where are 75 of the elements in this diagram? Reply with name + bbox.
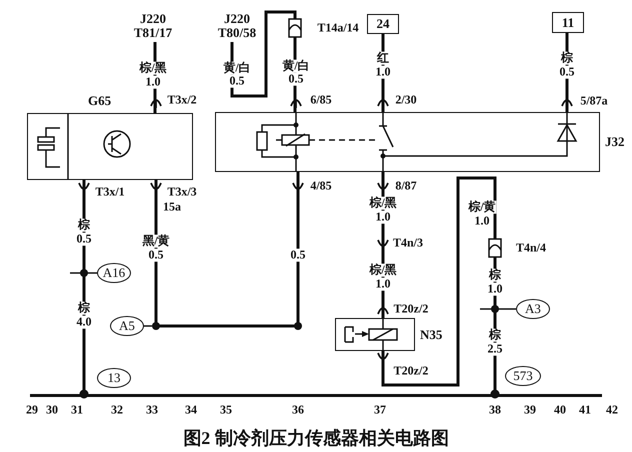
wire-color-label: 黄/白 — [222, 62, 252, 74]
wire — [566, 33, 568, 112]
wire-size-label: 1.0 — [374, 66, 392, 78]
current-track-number: 30 — [45, 404, 59, 416]
current-track-number: 37 — [373, 404, 387, 416]
wire-color-label: 黄/白 — [281, 60, 311, 72]
pin-label: T20z/2 — [392, 302, 430, 316]
current-track-number: 36 — [291, 404, 305, 416]
caption: 图2 制冷剂压力传感器相关电路图 — [182, 427, 450, 450]
wire-size-label: 1.0 — [486, 282, 504, 296]
current-track-number: 42 — [605, 404, 619, 416]
wire-color-label: 棕/黄 — [467, 200, 497, 214]
component-label: N35 — [420, 328, 442, 342]
pin-label: T3x/2 — [166, 94, 198, 106]
wire-size-label: 4.0 — [76, 316, 92, 328]
pin-label: T4n/3 — [392, 236, 424, 250]
connection-point-oval: A5 — [110, 316, 144, 336]
wire-color-label: 棕 — [77, 218, 91, 232]
wire-size-label: 0.5 — [148, 248, 164, 262]
pin-label: 5/87a — [579, 94, 609, 108]
connection-point-oval: 573 — [505, 366, 541, 386]
component-label: G65 — [88, 94, 112, 108]
terminal-box: 11 — [552, 12, 584, 33]
wire-size-label: 1.0 — [144, 76, 162, 88]
wire-color-label: 棕/黑 — [138, 62, 168, 74]
connection-point-oval: 13 — [97, 368, 131, 388]
pin-label: 2/30 — [394, 94, 418, 106]
pin-label: 8/87 — [394, 180, 418, 192]
wire-size-label: 1.0 — [374, 278, 392, 290]
wire-size-label: 0.5 — [228, 74, 246, 88]
connection-label: J220 T80/58 — [218, 12, 256, 40]
current-track-number: 38 — [488, 404, 502, 416]
pin-label: T3x/1 — [94, 186, 126, 198]
current-track-number: 40 — [553, 404, 567, 416]
wire-color-label: 棕 — [488, 328, 502, 342]
connection-point-oval: A16 — [97, 263, 131, 283]
connection-label: J220 T81/17 — [134, 12, 172, 40]
wire-size-label: 1.0 — [474, 214, 490, 228]
wire-color-label: 黑/黄 — [141, 234, 171, 248]
current-track-number: 33 — [145, 404, 159, 416]
current-track-number: 32 — [110, 404, 124, 416]
wire — [382, 176, 500, 398]
wire-size-label: 0.5 — [558, 66, 576, 78]
pin-label: 4/85 — [309, 180, 333, 192]
pin-label: T3x/3 — [166, 186, 198, 198]
ground-bus — [30, 394, 602, 397]
current-track-number: 41 — [578, 404, 592, 416]
wire-size-label: 1.0 — [374, 210, 392, 224]
wire-color-label: 棕/黑 — [368, 264, 398, 276]
wire-color-label: 棕 — [560, 52, 574, 64]
current-track-number: 35 — [219, 404, 233, 416]
pin-label: 15a — [162, 200, 182, 214]
wire-color-label: 红 — [376, 52, 390, 64]
connection-point-oval: A3 — [516, 299, 550, 319]
wire — [154, 172, 300, 328]
current-track-number: 39 — [523, 404, 537, 416]
wire-color-label: 棕 — [77, 302, 91, 314]
current-track-number: 31 — [70, 404, 84, 416]
wire-size-label: 0.5 — [290, 248, 306, 262]
pin-label: T14a/14 — [316, 22, 360, 34]
current-track-number: 29 — [25, 404, 39, 416]
wire — [230, 10, 296, 112]
component-label: J32 — [605, 135, 624, 149]
terminal-box: 24 — [367, 14, 399, 34]
wire-color-label: 棕/黑 — [368, 196, 398, 210]
pin-label: T20z/2 — [392, 364, 430, 378]
wire-size-label: 0.5 — [288, 72, 304, 86]
pin-label: 6/85 — [309, 94, 333, 106]
wire — [80, 180, 88, 398]
wire-size-label: 2.5 — [486, 342, 504, 356]
wire-size-label: 0.5 — [76, 232, 92, 246]
wire-color-label: 棕 — [488, 268, 502, 282]
wire — [382, 34, 384, 112]
current-track-number: 34 — [184, 404, 198, 416]
pin-label: T4n/4 — [515, 242, 547, 254]
